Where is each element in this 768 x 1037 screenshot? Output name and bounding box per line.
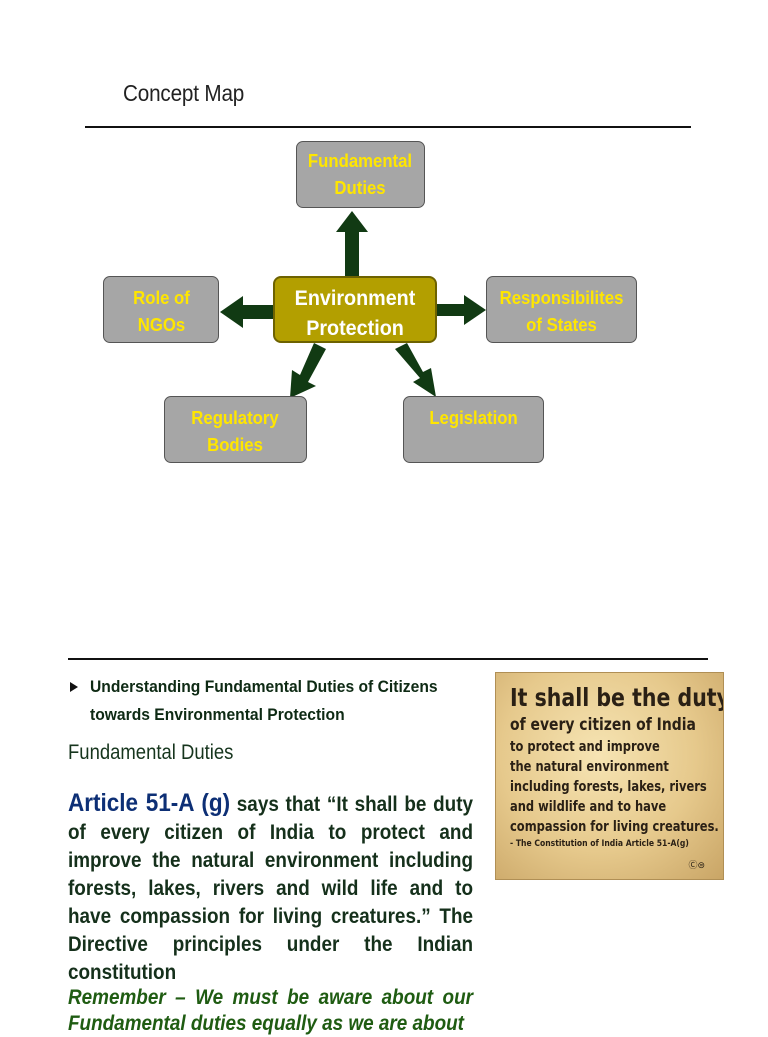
node-responsibilites-line1: Responsibilites (500, 285, 624, 312)
bullet-line2: towards Environmental Protection (90, 701, 458, 729)
node-regulatory-line1: Regulatory (192, 405, 279, 432)
node-fundamental-duties-line1: Fundamental (308, 148, 412, 175)
node-fundamental-duties-line2: Duties (308, 175, 412, 202)
center-line2: Protection (280, 314, 430, 344)
bullet-line1: Understanding Fundamental Duties of Citi… (90, 673, 458, 701)
arrow-down-left-icon (290, 343, 326, 398)
arrow-down-right-icon (395, 343, 436, 397)
poster-heading: It shall be the duty (510, 683, 685, 713)
node-responsibilites-of-states: Responsibilites of States (486, 276, 637, 343)
poster-line: the natural environment (510, 757, 685, 777)
poster-citation: - The Constitution of India Article 51-A… (510, 837, 691, 851)
node-role-of-ngos-line2: NGOs (133, 312, 190, 339)
node-environment-protection: Environment Protection (273, 276, 437, 343)
concept-map-arrows (0, 0, 768, 520)
center-line1: Environment (280, 284, 430, 314)
poster-line: to protect and improve (510, 737, 685, 757)
section-heading: Fundamental Duties (68, 741, 233, 765)
article-paragraph: Article 51-A (g) says that “It shall be … (68, 789, 473, 987)
node-responsibilites-line2: of States (500, 312, 624, 339)
arrow-left-icon (220, 296, 273, 328)
node-legislation-line1: Legislation (429, 405, 517, 432)
arrow-up-icon (336, 211, 368, 276)
constitution-poster: It shall be the duty of every citizen of… (495, 672, 724, 880)
poster-line: compassion for living creatures. (510, 817, 685, 837)
bullet-text: Understanding Fundamental Duties of Citi… (90, 673, 458, 729)
poster-subheading: of every citizen of India (510, 713, 685, 737)
remember-paragraph: Remember – We must be aware about our Fu… (68, 985, 473, 1037)
node-role-of-ngos-line1: Role of (133, 285, 190, 312)
node-legislation: Legislation (403, 396, 544, 463)
arrow-right-icon (437, 295, 486, 325)
node-regulatory-bodies: Regulatory Bodies (164, 396, 307, 463)
bullet-triangle-icon (70, 682, 78, 692)
license-icon: Ⓒ⊜ (688, 858, 705, 871)
node-fundamental-duties: Fundamental Duties (296, 141, 425, 208)
node-role-of-ngos: Role of NGOs (103, 276, 219, 343)
node-regulatory-line2: Bodies (192, 432, 279, 459)
poster-line: including forests, lakes, rivers (510, 777, 685, 797)
article-lead: Article 51-A (g) (68, 789, 230, 817)
poster-line: and wildlife and to have (510, 797, 685, 817)
section-divider (68, 658, 708, 660)
